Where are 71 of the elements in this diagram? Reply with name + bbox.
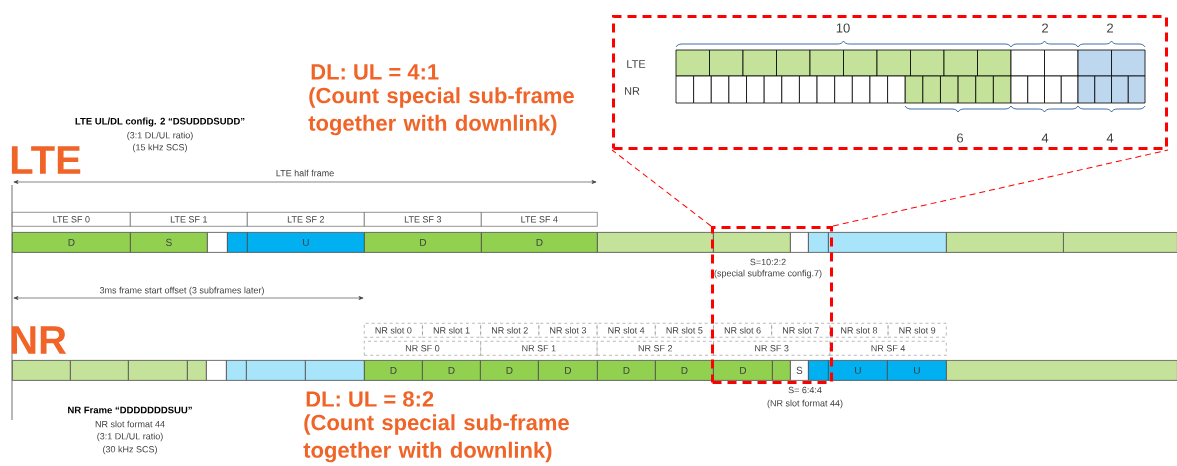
timeslot-cell: D bbox=[480, 360, 539, 381]
row-label: LTE bbox=[627, 60, 646, 68]
timeslot-cell bbox=[70, 360, 129, 381]
special-slot-note: (NR slot format 44) bbox=[767, 399, 843, 409]
count-label: 2 bbox=[1107, 23, 1113, 33]
dimension-label: LTE half frame bbox=[276, 169, 334, 177]
timeslot-cell bbox=[227, 232, 248, 253]
count-label: 10 bbox=[836, 23, 850, 33]
subframe-header-box: NR SF 1 bbox=[480, 341, 598, 356]
slot-header-box: NR slot 2 bbox=[480, 323, 540, 338]
special-subframe-note: (special subframe config.7) bbox=[714, 269, 822, 279]
leader-line bbox=[611, 149, 712, 227]
zoom-inset-frame bbox=[612, 15, 1168, 150]
leader-line bbox=[832, 149, 1169, 227]
config-note: (30 kHz SCS) bbox=[103, 445, 157, 455]
ratio-note: (Count special sub-frame together with downlink) bbox=[303, 414, 569, 463]
subframe-header-box: LTE SF 4 bbox=[481, 212, 598, 227]
row-label: NR bbox=[625, 87, 640, 95]
timeslot-cell: D bbox=[422, 360, 481, 381]
slot-header-box: NR slot 4 bbox=[596, 323, 656, 338]
timeslot-cell bbox=[946, 232, 1064, 253]
count-label: 4 bbox=[1106, 133, 1114, 143]
count-label: 6 bbox=[957, 133, 964, 143]
timeslot-cell: S bbox=[130, 232, 208, 253]
slot-header-box: NR slot 5 bbox=[655, 323, 714, 338]
timeslot-cell bbox=[946, 360, 1177, 381]
timeslot-cell: D bbox=[364, 232, 482, 253]
count-label: 2 bbox=[1042, 23, 1048, 33]
slot-header-box: NR slot 3 bbox=[538, 323, 598, 338]
config-title: NR Frame “DDDDDDDSUU” bbox=[68, 406, 192, 414]
slot-header-box: NR slot 0 bbox=[364, 323, 423, 338]
slot-header-box: NR slot 8 bbox=[829, 323, 889, 338]
ratio-note: DL: UL = 8:2 bbox=[306, 391, 434, 407]
timeslot-cell bbox=[12, 360, 71, 381]
technology-label: LTE bbox=[11, 146, 81, 174]
timeslot-cell bbox=[187, 360, 207, 381]
subframe-header-box: NR SF 0 bbox=[364, 341, 481, 356]
timeslot-cell bbox=[206, 360, 227, 381]
subframe-header-box: NR SF 2 bbox=[596, 341, 714, 356]
config-note: (3:1 DL/UL ratio) bbox=[127, 131, 193, 141]
timeslot-cell: D bbox=[655, 360, 714, 381]
timeslot-cell bbox=[226, 360, 247, 381]
timeslot-cell: D bbox=[481, 232, 598, 253]
timeslot-cell: D bbox=[538, 360, 598, 381]
slot-header-box: NR slot 9 bbox=[887, 323, 947, 338]
config-note: (3:1 DL/UL ratio) bbox=[97, 432, 163, 442]
config-note: NR slot format 44 bbox=[95, 420, 165, 428]
timeslot-cell bbox=[1063, 232, 1177, 253]
subframe-header-box: LTE SF 2 bbox=[247, 212, 365, 227]
count-label: 4 bbox=[1041, 133, 1049, 143]
config-note: (15 kHz SCS) bbox=[133, 143, 187, 153]
dimension-label: 3ms frame start offset (3 subframes later) bbox=[99, 286, 264, 296]
timeslot-cell: D bbox=[597, 360, 656, 381]
timeslot-cell bbox=[305, 360, 365, 381]
slot-header-box: NR slot 1 bbox=[422, 323, 481, 338]
subframe-header-box: NR SF 4 bbox=[829, 341, 947, 356]
zoom-frame bbox=[711, 226, 833, 384]
timeslot-cell bbox=[597, 232, 714, 253]
timeslot-cell: D bbox=[12, 232, 131, 253]
timeslot-cell: U bbox=[887, 360, 947, 381]
ratio-note: DL: UL = 4:1 bbox=[311, 64, 439, 80]
timeslot-cell bbox=[207, 232, 228, 253]
subframe-header-box: LTE SF 3 bbox=[364, 212, 482, 227]
subframe-header-box: LTE SF 0 bbox=[12, 212, 131, 227]
ratio-note: (Count special sub-frame together with downlink) bbox=[308, 87, 574, 136]
config-title: LTE UL/DL config. 2 “DSUDDDSUDD” bbox=[75, 117, 245, 127]
special-subframe-note: S=10:2:2 bbox=[750, 258, 786, 266]
subframe-header-box: LTE SF 1 bbox=[130, 212, 248, 227]
timeslot-cell: D bbox=[364, 360, 423, 381]
technology-label: NR bbox=[11, 326, 67, 354]
special-slot-note: S= 6:4:4 bbox=[788, 386, 822, 394]
